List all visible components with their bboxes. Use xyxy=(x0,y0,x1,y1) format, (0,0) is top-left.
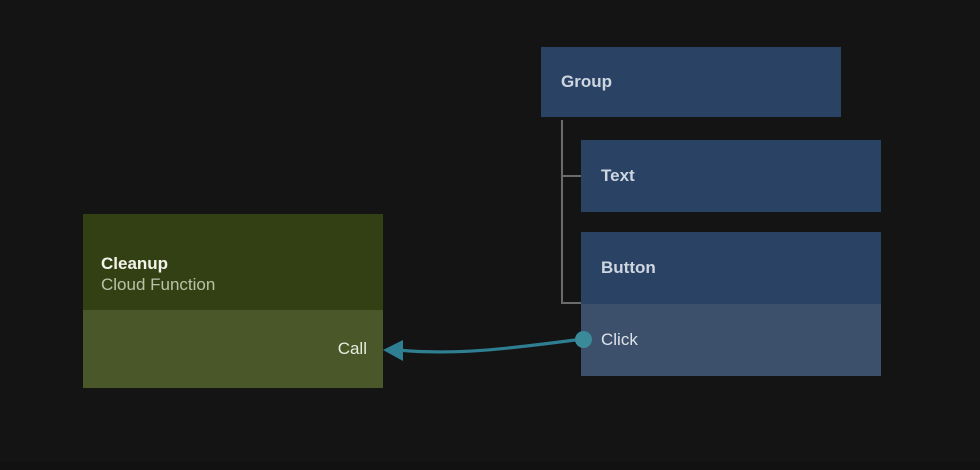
tree-branch-text xyxy=(561,175,581,177)
node-cleanup-title: Cleanup xyxy=(101,254,169,274)
tree-trunk-line xyxy=(561,120,563,304)
node-button-header[interactable]: Button xyxy=(581,232,881,304)
node-button[interactable]: Button Click xyxy=(581,232,881,376)
node-button-title: Button xyxy=(601,257,656,277)
node-cleanup-call-label: Call xyxy=(337,339,367,358)
node-group-title: Group xyxy=(561,71,612,91)
node-cleanup-header[interactable]: Cleanup Cloud Function xyxy=(83,214,383,310)
edge-arrowhead xyxy=(383,340,403,361)
canvas-bottom-edge xyxy=(0,462,980,470)
node-cleanup-call-port-row[interactable]: Call xyxy=(83,310,383,388)
click-output-port-dot[interactable] xyxy=(575,331,592,348)
node-button-click-row[interactable]: Click xyxy=(581,304,881,376)
node-text-header[interactable]: Text xyxy=(581,140,881,212)
node-group-header[interactable]: Group xyxy=(541,47,841,117)
node-cleanup[interactable]: Cleanup Cloud Function Call xyxy=(83,214,383,388)
node-cleanup-subtitle: Cloud Function xyxy=(101,275,216,294)
node-text-title: Text xyxy=(601,165,635,185)
node-text[interactable]: Text xyxy=(581,140,881,212)
node-button-click-label: Click xyxy=(601,330,638,349)
node-group[interactable]: Group xyxy=(541,47,841,117)
tree-branch-button xyxy=(561,302,581,304)
edge-click-to-call xyxy=(396,337,585,354)
